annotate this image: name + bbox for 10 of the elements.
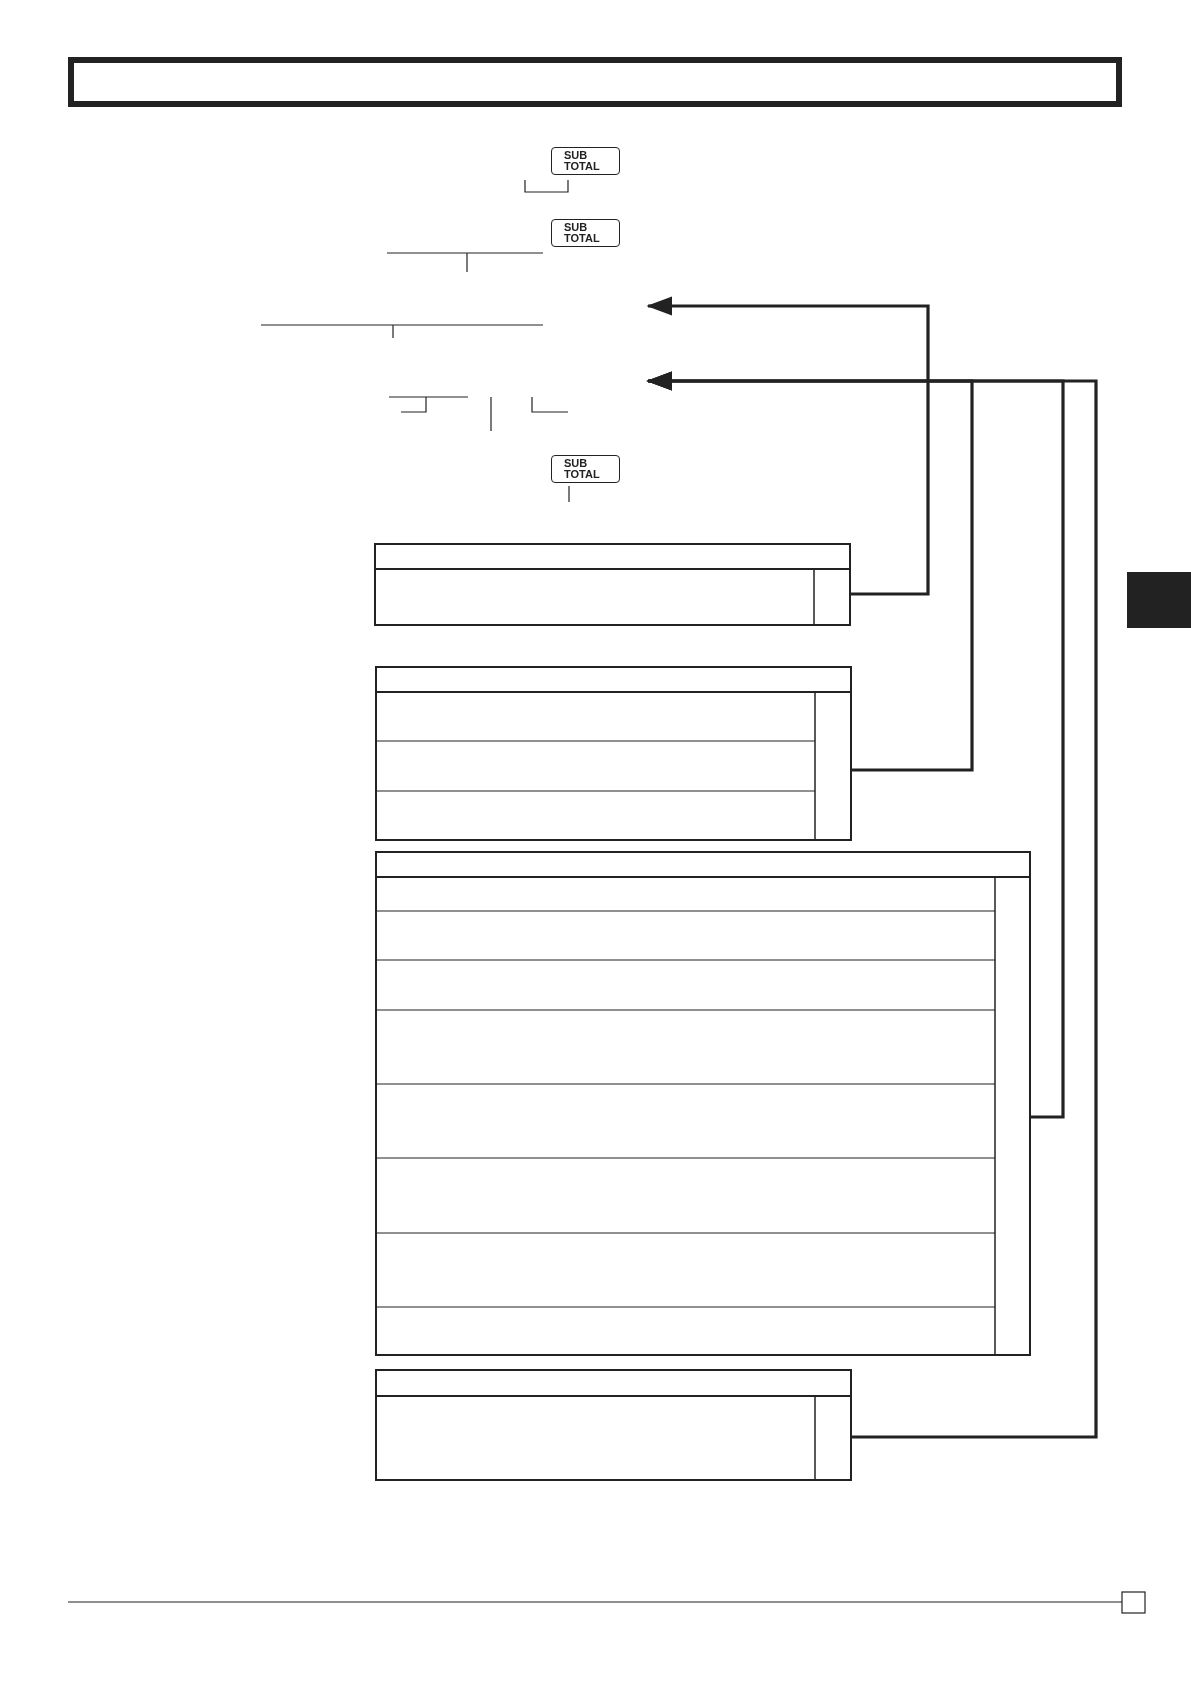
table — [375, 1369, 852, 1481]
table — [374, 543, 851, 626]
key-cap: SUB TOTAL — [551, 455, 620, 483]
table — [375, 666, 852, 841]
key-cap: SUB TOTAL — [551, 219, 620, 247]
title-band — [68, 57, 1122, 107]
key-cap: SUB TOTAL — [551, 147, 620, 175]
arrow — [646, 371, 1098, 1439]
table — [375, 851, 1031, 1356]
arrow — [646, 296, 930, 596]
